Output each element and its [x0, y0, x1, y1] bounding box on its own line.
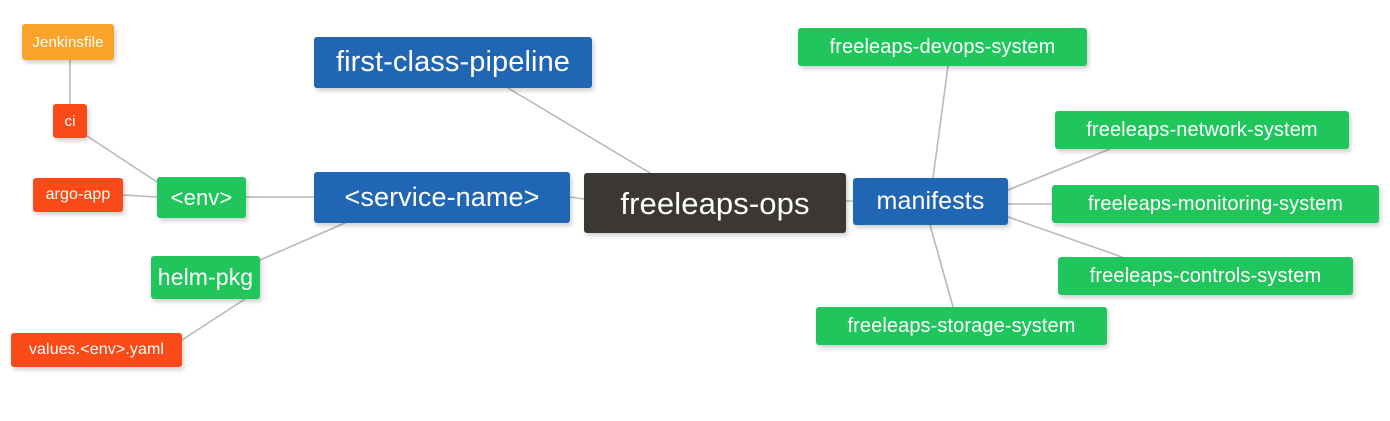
edge-manifests-to-freeleaps-devops-system — [932, 65, 949, 179]
mindmap-node-freeleaps-controls-system[interactable]: freeleaps-controls-system — [1058, 257, 1353, 295]
edge-manifests-to-freeleaps-storage-system — [929, 224, 954, 308]
edge-manifests-to-freeleaps-controls-system — [1007, 216, 1123, 258]
mindmap-node-freeleaps-devops-system[interactable]: freeleaps-devops-system — [798, 28, 1087, 66]
mindmap-node-freeleaps-storage-system[interactable]: freeleaps-storage-system — [816, 307, 1107, 345]
mindmap-node-freeleaps-monitoring-system[interactable]: freeleaps-monitoring-system — [1052, 185, 1379, 223]
mindmap-node-env[interactable]: <env> — [157, 177, 246, 218]
mindmap-node-argo-app[interactable]: argo-app — [33, 178, 123, 212]
edge-service-name-to-freeleaps-ops — [569, 196, 585, 200]
mindmap-node-freeleaps-network-system[interactable]: freeleaps-network-system — [1055, 111, 1349, 149]
mindmap-node-first-class-pipeline[interactable]: first-class-pipeline — [314, 37, 592, 88]
edge-ci-to-env — [86, 135, 158, 183]
mindmap-node-service-name[interactable]: <service-name> — [314, 172, 570, 223]
mindmap-node-jenkinsfile[interactable]: Jenkinsfile — [22, 24, 114, 60]
edge-manifests-to-freeleaps-network-system — [1007, 148, 1111, 191]
mindmap-node-values-yaml[interactable]: values.<env>.yaml — [11, 333, 182, 367]
edge-helm-pkg-to-service-name — [259, 222, 346, 261]
mindmap-node-helm-pkg[interactable]: helm-pkg — [151, 256, 260, 299]
edge-argo-app-to-env — [122, 194, 158, 198]
edge-values-yaml-to-helm-pkg — [181, 298, 246, 341]
mindmap-node-freeleaps-ops[interactable]: freeleaps-ops — [584, 173, 846, 233]
edge-first-class-pipeline-to-freeleaps-ops — [507, 87, 651, 174]
mindmap-node-ci[interactable]: ci — [53, 104, 87, 138]
mindmap-node-manifests[interactable]: manifests — [853, 178, 1008, 225]
